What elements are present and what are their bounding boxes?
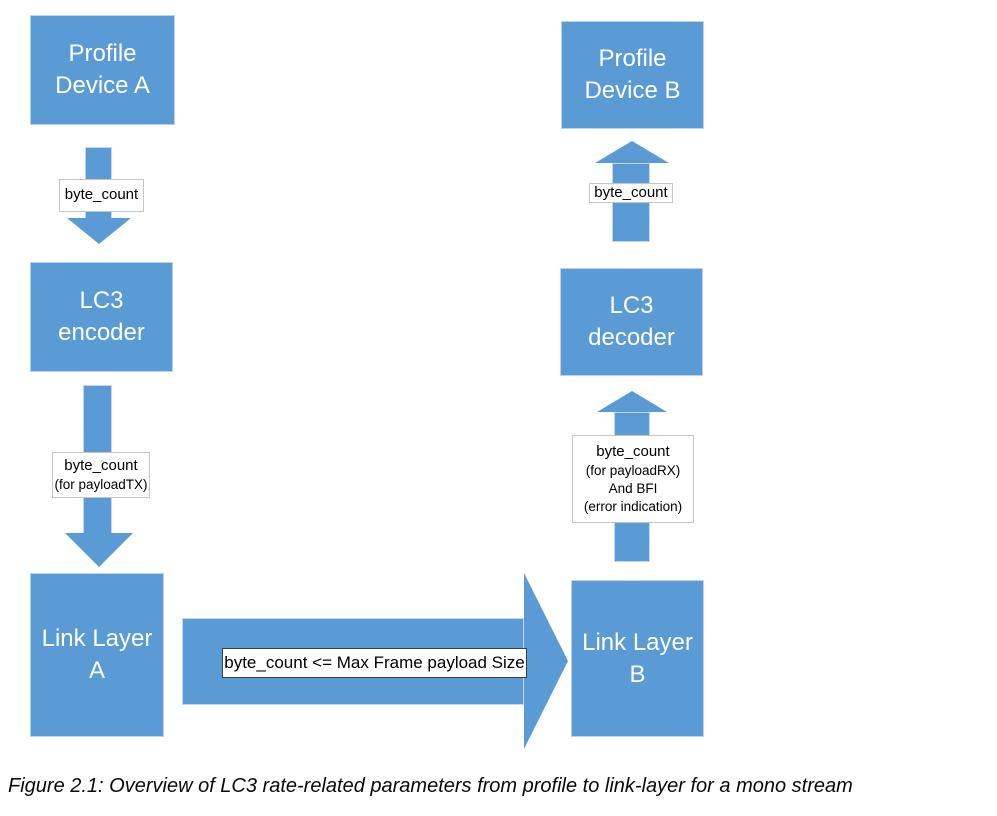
box-link-layer-b: Link Layer B [571,580,704,737]
label-line: byte_count [64,186,139,204]
box-link-layer-a-line2: A [88,657,105,684]
box-lc3-encoder: LC3 encoder [30,262,173,372]
box-profile-device-b-line2: Device B [584,77,681,104]
box-profile-device-a-line1: Profile [68,40,137,68]
box-link-layer-a-line1: Link Layer [41,625,153,653]
arrow-head-up-icon [595,141,669,163]
box-profile-device-b: Profile Device B [561,21,704,129]
box-profile-device-a: Profile Device A [30,15,175,125]
arrow-head-down-icon [67,218,131,244]
box-link-layer-b-line2: B [629,660,646,688]
box-lc3-encoder-line2: encoder [58,319,145,346]
label-line: byte_count [594,183,668,201]
arrow-head-right-icon [524,573,568,749]
arrow-head-down-icon [65,533,133,567]
label-line: And BFI [608,481,658,497]
label-byte-count-payload-tx: byte_count (for payloadTX) [52,452,150,498]
label-byte-count-b: byte_count [589,183,673,203]
label-line: (for payloadTX) [54,477,148,493]
figure-caption: Figure 2.1: Overview of LC3 rate-related… [8,775,853,797]
box-profile-device-a-line2: Device A [55,72,150,99]
label-line: byte_count [596,442,670,460]
label-line: byte_count <= Max Frame payload Size [224,652,525,672]
label-byte-count-a: byte_count [59,179,144,212]
label-byte-count-payload-rx: byte_count (for payloadRX) And BFI (erro… [572,435,694,523]
label-line: byte_count [64,456,138,474]
box-lc3-decoder-line1: LC3 [609,292,654,320]
label-line: (for payloadRX) [585,462,681,478]
box-lc3-decoder: LC3 decoder [560,268,703,376]
box-link-layer-b-line1: Link Layer [582,628,693,656]
box-lc3-encoder-line1: LC3 [79,287,124,315]
box-profile-device-b-line1: Profile [598,45,667,73]
label-max-frame-payload: byte_count <= Max Frame payload Size [222,648,527,678]
label-line: (error indication) [583,499,683,515]
arrow-head-up-icon [597,391,667,412]
box-link-layer-a: Link Layer A [30,573,164,737]
box-lc3-decoder-line2: decoder [588,324,675,351]
